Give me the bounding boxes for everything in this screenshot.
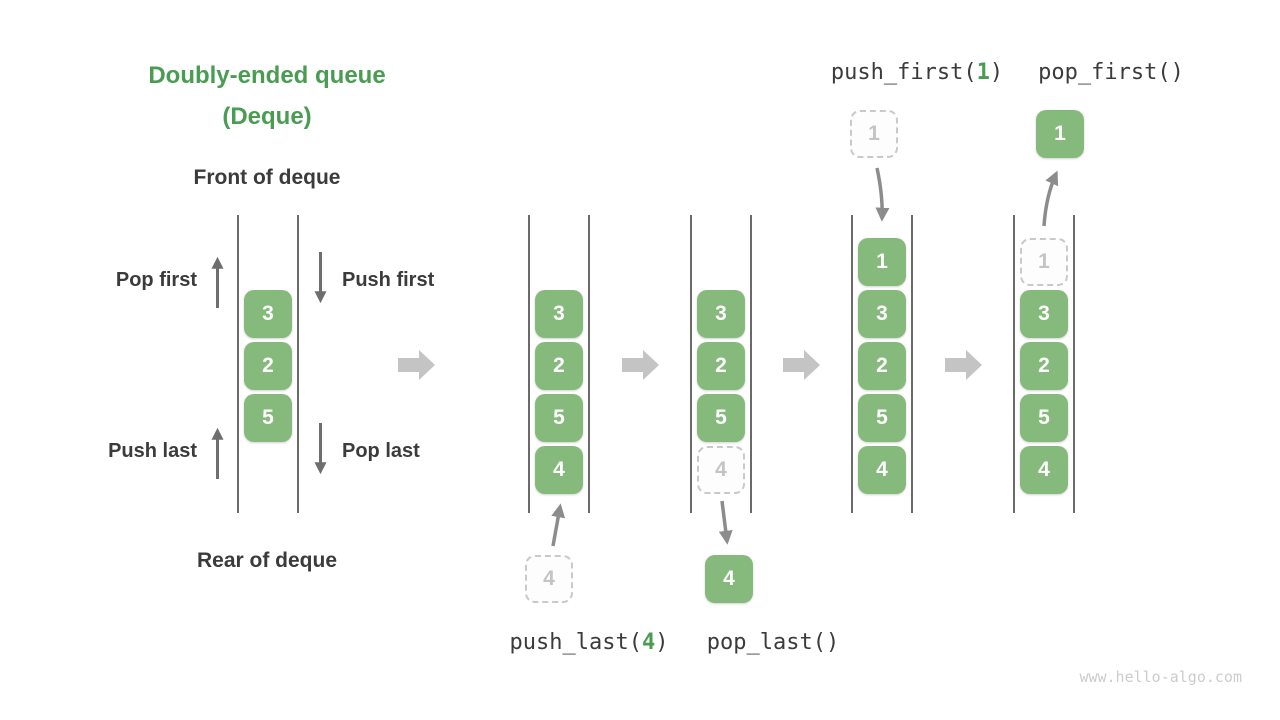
page-title-line1: Doubly-ended queue	[148, 62, 386, 89]
deque-after-pop-last-cell-4: 4	[697, 446, 745, 494]
watermark: www.hello-algo.com	[1079, 668, 1242, 686]
deque-after-pop-first-cell-2: 2	[1020, 342, 1068, 390]
deque-before-push-last-cell-5: 5	[535, 394, 583, 442]
deque-before-push-last-cell-4: 4	[535, 446, 583, 494]
stage-arrow-2-icon	[622, 350, 659, 380]
rear-of-deque-label: Rear of deque	[196, 549, 338, 572]
op-push-first-arg: 1	[976, 60, 990, 85]
deque-initial-cell-3: 3	[244, 290, 292, 338]
deque-after-pop-first-cell-4: 4	[1020, 446, 1068, 494]
deque-before-push-last-cell-3: 3	[535, 290, 583, 338]
deque-after-pop-first-cell-3: 3	[1020, 290, 1068, 338]
deque-after-push-first-cell-2: 2	[858, 342, 906, 390]
deque-initial-cell-5: 5	[244, 394, 292, 442]
deque-after-push-first-cell-4: 4	[858, 446, 906, 494]
deque-after-pop-first	[1013, 215, 1075, 513]
deque-before-push-last	[528, 215, 590, 513]
stage-arrow-1-icon	[398, 350, 435, 380]
op-pop-first: pop_first()	[1038, 60, 1184, 85]
op-push-first-suffix: )	[989, 60, 1004, 85]
op-push-last-suffix: )	[655, 630, 669, 655]
deque-after-push-first-cell-5: 5	[858, 394, 906, 442]
deque-initial	[237, 215, 299, 513]
op-pop-last: pop_last()	[706, 630, 840, 655]
op-push-first-prefix: push_first(	[830, 60, 977, 85]
deque-after-pop-last-cell-2: 2	[697, 342, 745, 390]
deque-after-push-first-cell-3: 3	[858, 290, 906, 338]
deque-after-push-first-cell-1: 1	[858, 238, 906, 286]
op-push-last-prefix: push_last(	[509, 630, 642, 655]
push-last-arg-cell: 4	[525, 555, 573, 603]
deque-initial-cell-2: 2	[244, 342, 292, 390]
deque-after-push-first	[851, 215, 913, 513]
op-push-last-arg: 4	[641, 630, 656, 655]
page-title-line2: (Deque)	[222, 103, 312, 130]
deque-before-push-last-cell-2: 2	[535, 342, 583, 390]
pop-first-label: Pop first	[115, 269, 197, 291]
deque-after-pop-last-cell-3: 3	[697, 290, 745, 338]
op-push-first: push_first(1)	[767, 60, 1067, 85]
deque-after-pop-first-cell-1: 1	[1020, 238, 1068, 286]
push-first-arg-cell: 1	[850, 110, 898, 158]
push-last-label: Push last	[108, 440, 197, 462]
pop-first-result-cell: 1	[1036, 110, 1084, 158]
deque-after-pop-last-cell-5: 5	[697, 394, 745, 442]
front-of-deque-label: Front of deque	[193, 166, 341, 189]
op-push-last: push_last(4)	[439, 630, 739, 655]
stage-arrow-3-icon	[783, 350, 820, 380]
pop-last-result-cell: 4	[705, 555, 753, 603]
deque-after-pop-first-cell-5: 5	[1020, 394, 1068, 442]
pop-last-label: Pop last	[342, 440, 420, 462]
push-first-label: Push first	[342, 269, 435, 291]
deque-after-pop-last	[690, 215, 752, 513]
stage-arrow-4-icon	[945, 350, 982, 380]
push-first-flow-arrow-icon	[875, 167, 890, 222]
